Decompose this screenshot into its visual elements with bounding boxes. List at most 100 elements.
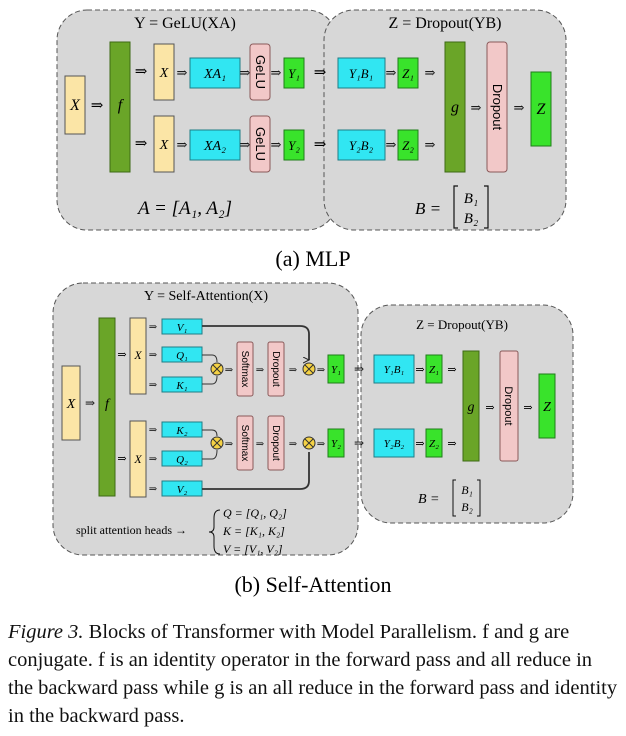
attn-y2-box [327,428,345,458]
attn-left-title: Y = Self-Attention(X) [144,289,268,304]
mlp-arrow: ⇒ [425,65,436,80]
mlp-y2b2-label: Y₂B₂ [349,138,374,153]
attn-arrow: ⇒ [256,365,265,376]
mlp-x-row1-box [153,43,175,101]
attn-dropout3-box [499,350,519,462]
attn-q1-line [202,354,218,363]
mlp-g-box [444,41,466,173]
attn-v-equation: V = [V₁, V₂] [223,542,283,556]
attn-dropout2-box [267,415,285,471]
attn-arrow: ⇒ [149,484,158,495]
attn-z1-label: Z₁ [429,364,439,376]
mlp-x-box [64,75,86,135]
attn-x-head2-label: X [133,452,142,466]
mlp-arrow: ⇒ [471,100,482,115]
attn-softmax1-label: Softmax [239,351,250,388]
mlp-y1-box [283,57,305,89]
mlp-f-box [109,41,131,173]
attention-diagram: Y = Self-Attention(X) Z = Dropout(YB) X … [52,282,574,597]
mlp-arrow: ⇒ [314,137,327,153]
attn-arrow: ⇒ [415,364,424,376]
attn-g-label: g [468,400,475,415]
attn-arrow: ⇒ [149,350,158,361]
attn-v1-path [202,325,310,360]
attn-z-box [538,373,556,439]
mlp-x-row2-label: X [159,138,169,153]
transformer-parallelism-figure: Y = GeLU(XA) Z = Dropout(YB) X ⇒ f ⇒ X ⇒… [52,9,574,597]
mlp-x-label: X [69,97,81,114]
attn-arrow: ⇒ [225,439,234,450]
mlp-gelu1-label: GeLU [253,55,268,89]
mlp-arrow: ⇒ [425,137,436,152]
mlp-b-prefix: B = [415,199,441,218]
mlp-b1: B₁ [464,191,478,207]
figure-caption-label: Figure 3. [8,621,84,643]
mlp-arrow: ⇒ [314,65,327,81]
attn-b-prefix: B = [418,492,440,507]
mlp-sublabel: (a) MLP [275,246,350,271]
attn-v1-label: V₁ [177,322,188,334]
mlp-z-label: Z [537,101,547,118]
mlp-arrow: ⇒ [177,65,188,80]
mlp-a-equation: A = [A₁, A₂] [136,198,232,219]
attn-mult1-cross [212,364,222,374]
mlp-left-title: Y = GeLU(XA) [134,15,236,32]
mlp-dropout-label: Dropout [490,84,505,131]
attn-arrow: ⇒ [149,454,158,465]
mlp-arrow: ⇒ [386,137,397,152]
attn-y2b2-label: Y₂B₂ [384,438,405,450]
attn-b-bracket-right [477,479,481,517]
attn-x-box [61,365,81,441]
mlp-b2: B₂ [464,211,478,227]
attn-dropout1-box [267,341,285,397]
mlp-z2-box [397,129,419,161]
attn-arrow: ⇒ [289,439,298,450]
mlp-arrow: ⇒ [240,137,251,152]
mlp-xa1-label: XA₁ [203,67,226,82]
attn-mult3-cross [212,438,222,448]
mlp-arrow: ⇒ [135,136,148,152]
attn-y1b1-label: Y₁B₁ [384,364,405,376]
attn-z1-box [425,354,443,384]
attn-f-box [98,317,116,497]
attn-f-label: f [105,397,111,412]
figure-caption-text: Blocks of Transformer with Model Paralle… [8,621,618,727]
attn-arrow: ⇒ [256,439,265,450]
mlp-left-panel [56,9,338,231]
attn-arrow: ⇒ [447,364,456,376]
attn-arrow: ⇒ [317,365,326,376]
attn-b-bracket-left [452,479,456,517]
attn-v2-label: V₂ [177,484,188,496]
mlp-arrow: ⇒ [271,65,282,80]
attn-arrow: ⇒ [485,402,494,414]
mlp-diagram: Y = GeLU(XA) Z = Dropout(YB) X ⇒ f ⇒ X ⇒… [56,9,567,271]
attn-v2-path [202,452,310,490]
attn-arrow: ⇒ [225,365,234,376]
attn-softmax2-label: Softmax [239,425,250,462]
mlp-xa2-box [189,129,241,161]
mlp-arrow: ⇒ [514,100,525,115]
mlp-arrow: ⇒ [240,65,251,80]
attn-dropout2-label: Dropout [270,425,281,461]
attn-b2: B₂ [461,500,473,514]
attn-arrow: ⇒ [117,453,126,465]
mlp-arrow: ⇒ [135,64,148,80]
attn-arrow: ⇒ [317,439,326,450]
mlp-b-bracket-right [484,185,489,229]
attn-y1-label: Y₁ [331,364,341,376]
attn-arrow: ⇒ [415,438,424,450]
attn-arrow: ⇒ [149,380,158,391]
attn-dropout1-label: Dropout [270,351,281,387]
mlp-z2-label: Z₂ [402,138,414,153]
mlp-y2-label: Y₂ [288,138,300,153]
attn-arrow: ⇒ [289,365,298,376]
attn-k2-line [202,429,218,437]
mlp-b-bracket-left [453,185,458,229]
mlp-y2-box [283,129,305,161]
mlp-z-box [530,71,552,147]
mlp-right-title: Z = Dropout(YB) [388,15,501,32]
attn-y2-label: Y₂ [331,438,341,450]
mlp-f-label: f [118,97,125,114]
mlp-y1-label: Y₁ [288,66,300,81]
mlp-gelu2-box [249,115,271,173]
